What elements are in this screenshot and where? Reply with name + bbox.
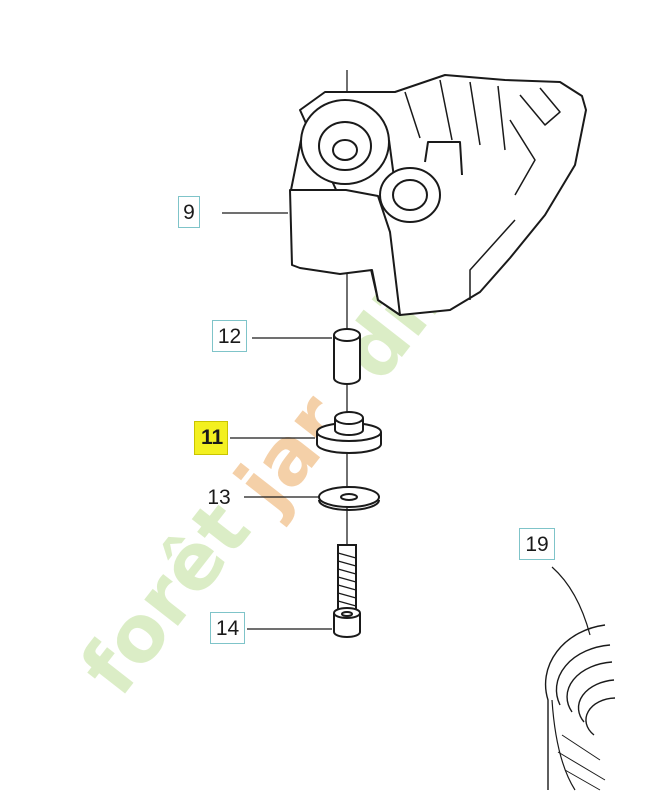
bushing-part-11 xyxy=(316,411,382,454)
washer-part-13 xyxy=(318,486,380,511)
callout-11-highlighted[interactable]: 11 xyxy=(194,421,228,455)
callout-13[interactable]: 13 xyxy=(207,486,231,509)
leader-lines xyxy=(222,212,591,636)
leader-19 xyxy=(551,566,591,636)
spacer-tube-part-12 xyxy=(333,328,361,385)
callout-12[interactable]: 12 xyxy=(212,320,247,352)
callout-14[interactable]: 14 xyxy=(210,612,245,644)
svg-text:forêt: forêt xyxy=(64,486,268,712)
bolt-part-14 xyxy=(333,544,361,638)
housing-part-9 xyxy=(289,74,587,316)
coil-part-19 xyxy=(544,624,616,791)
callout-9[interactable]: 9 xyxy=(178,196,200,228)
callout-19[interactable]: 19 xyxy=(519,528,555,560)
